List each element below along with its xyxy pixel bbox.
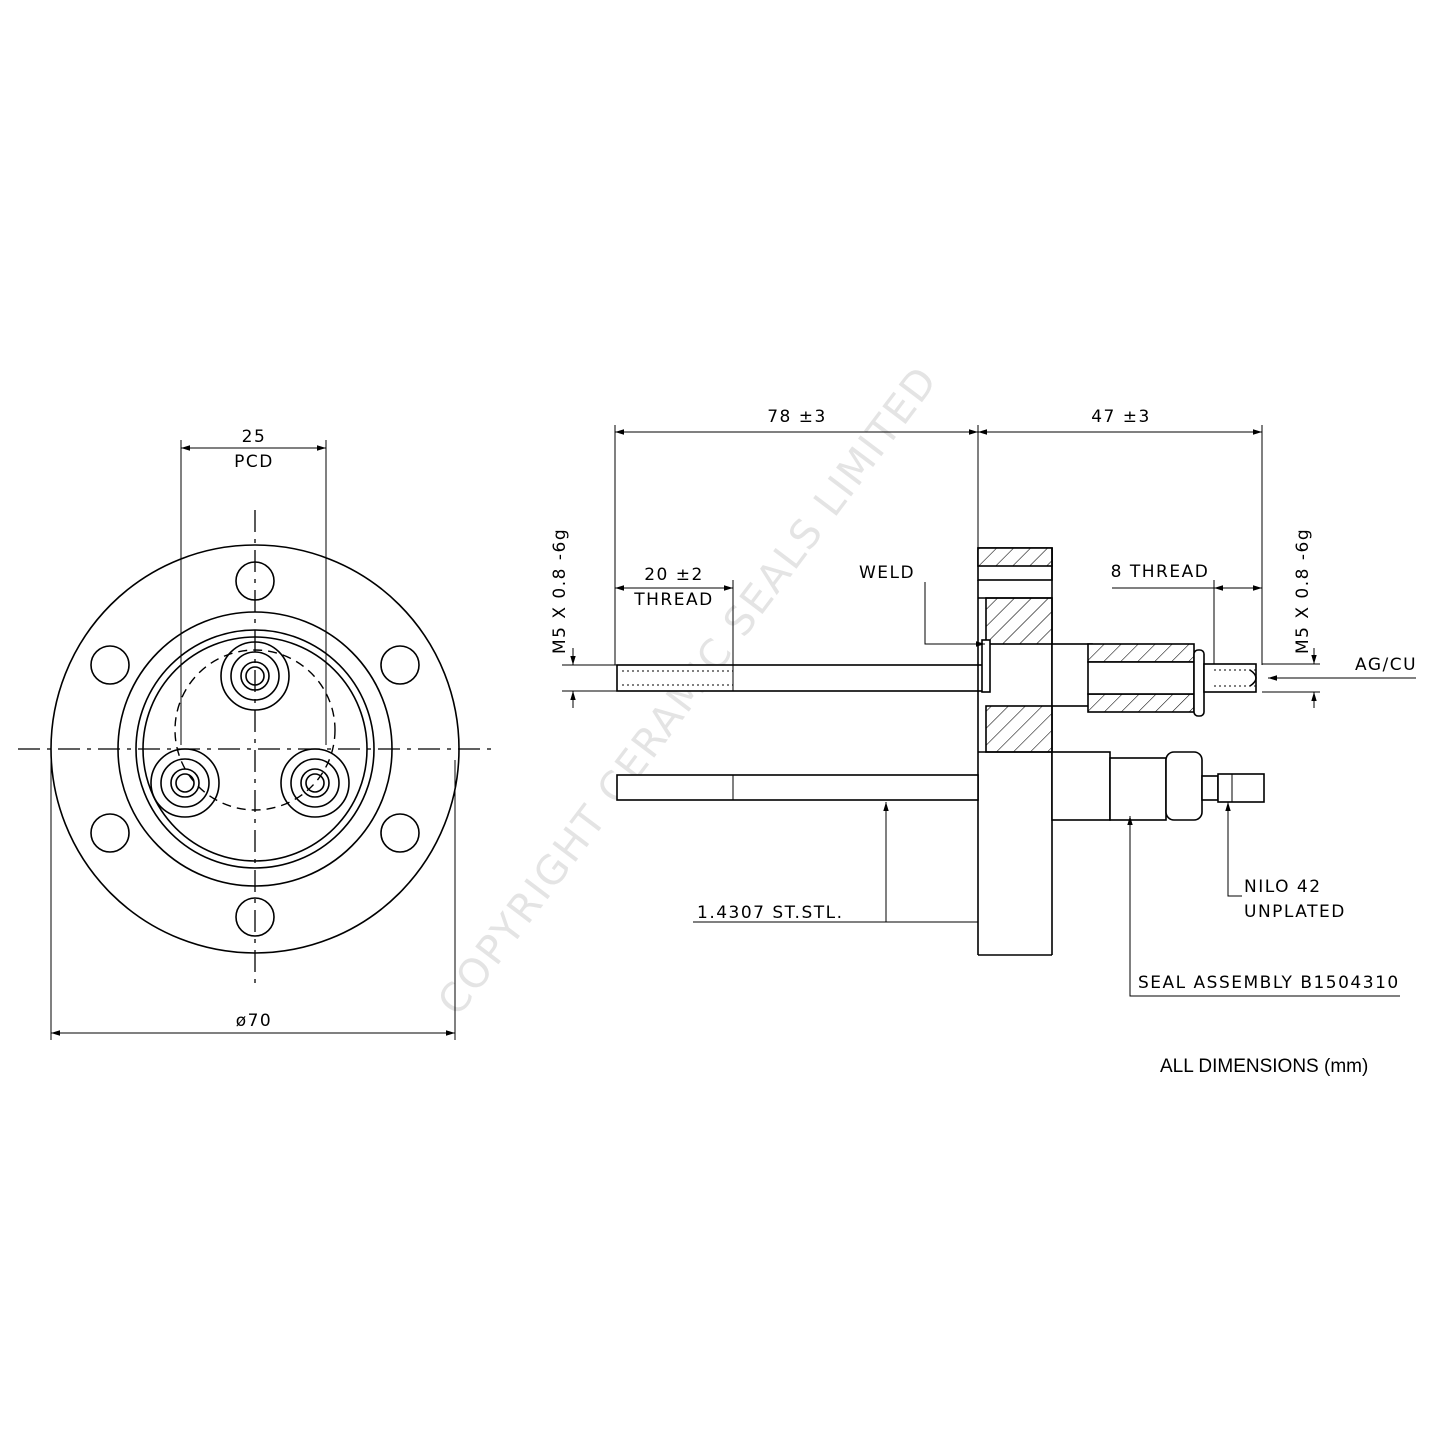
pin-material-callout: NILO 42 UNPLATED [1225, 802, 1346, 922]
bolt-hole [380, 813, 420, 853]
thread-right-label: 8 THREAD [1111, 562, 1210, 582]
short-thread-dimension: 8 THREAD [1111, 562, 1262, 664]
thread-right-spec: M5 X 0.8 -6g [1293, 528, 1313, 654]
left-thread-spec: M5 X 0.8 -6g [550, 528, 617, 708]
feedthrough-bottom-right [280, 748, 350, 818]
ag-cu-callout: AG/CU [1268, 655, 1417, 681]
pcd-label: PCD [234, 452, 274, 472]
weld-label: WELD [859, 563, 915, 583]
nilo-label: NILO 42 [1244, 877, 1322, 897]
bolt-hole [380, 645, 420, 685]
feedthrough-bottom-left [150, 748, 220, 818]
upper-pin [616, 664, 990, 692]
flange-material-callout: 1.4307 ST.STL. [693, 802, 978, 923]
unplated-label: UNPLATED [1244, 902, 1346, 922]
flange-section [977, 547, 1053, 956]
weld-joint [981, 639, 991, 693]
bolt-hole [90, 645, 130, 685]
side-view: 78 ±3 47 ±3 M5 X 0.8 -6g 20 ±2 THREAD [550, 407, 1417, 997]
ag-cu-label: AG/CU [1355, 655, 1417, 675]
lower-seal-assembly [1051, 751, 1265, 821]
feedthrough-top [220, 641, 290, 711]
flange-recess-inner [142, 636, 368, 862]
thread-left-label: THREAD [633, 590, 713, 610]
thread-left-spec: M5 X 0.8 -6g [550, 528, 570, 654]
overall-length-dimensions: 78 ±3 47 ±3 [614, 407, 1263, 665]
flange-recess-ring [135, 629, 375, 869]
flange-material-label: 1.4307 ST.STL. [697, 903, 844, 923]
right-thread-spec: M5 X 0.8 -6g [1262, 528, 1320, 708]
thread-length-dimension: 20 ±2 THREAD [615, 565, 734, 665]
lower-pin [616, 774, 979, 801]
pcd-value: 25 [242, 427, 267, 447]
bolt-hole [235, 897, 275, 937]
length-right-value: 47 ±3 [1091, 407, 1151, 427]
length-left-value: 78 ±3 [767, 407, 827, 427]
bolt-hole [90, 813, 130, 853]
pcd-dimension: 25 PCD [180, 427, 327, 745]
upper-seal-assembly [1051, 643, 1257, 717]
units-note: ALL DIMENSIONS (mm) [1160, 1056, 1369, 1077]
seal-assembly-callout: SEAL ASSEMBLY B1504310 [1127, 816, 1400, 997]
front-view: 25 PCD ø70 [18, 427, 492, 1040]
flange-hatch-lower [985, 705, 1053, 753]
flange-outer-edge [50, 544, 460, 954]
flange-hatch-top [977, 547, 1053, 567]
seal-assembly-label: SEAL ASSEMBLY B1504310 [1138, 973, 1400, 993]
pitch-circle [174, 649, 336, 811]
diameter-dimension: ø70 [50, 760, 456, 1040]
bolt-hole [235, 561, 275, 601]
weld-callout: WELD [859, 563, 985, 647]
flange-inner-ring [117, 611, 393, 887]
diameter-value: ø70 [236, 1011, 273, 1031]
flange-hatch-upper [985, 597, 1053, 645]
thread-left-length: 20 ±2 [644, 565, 704, 585]
